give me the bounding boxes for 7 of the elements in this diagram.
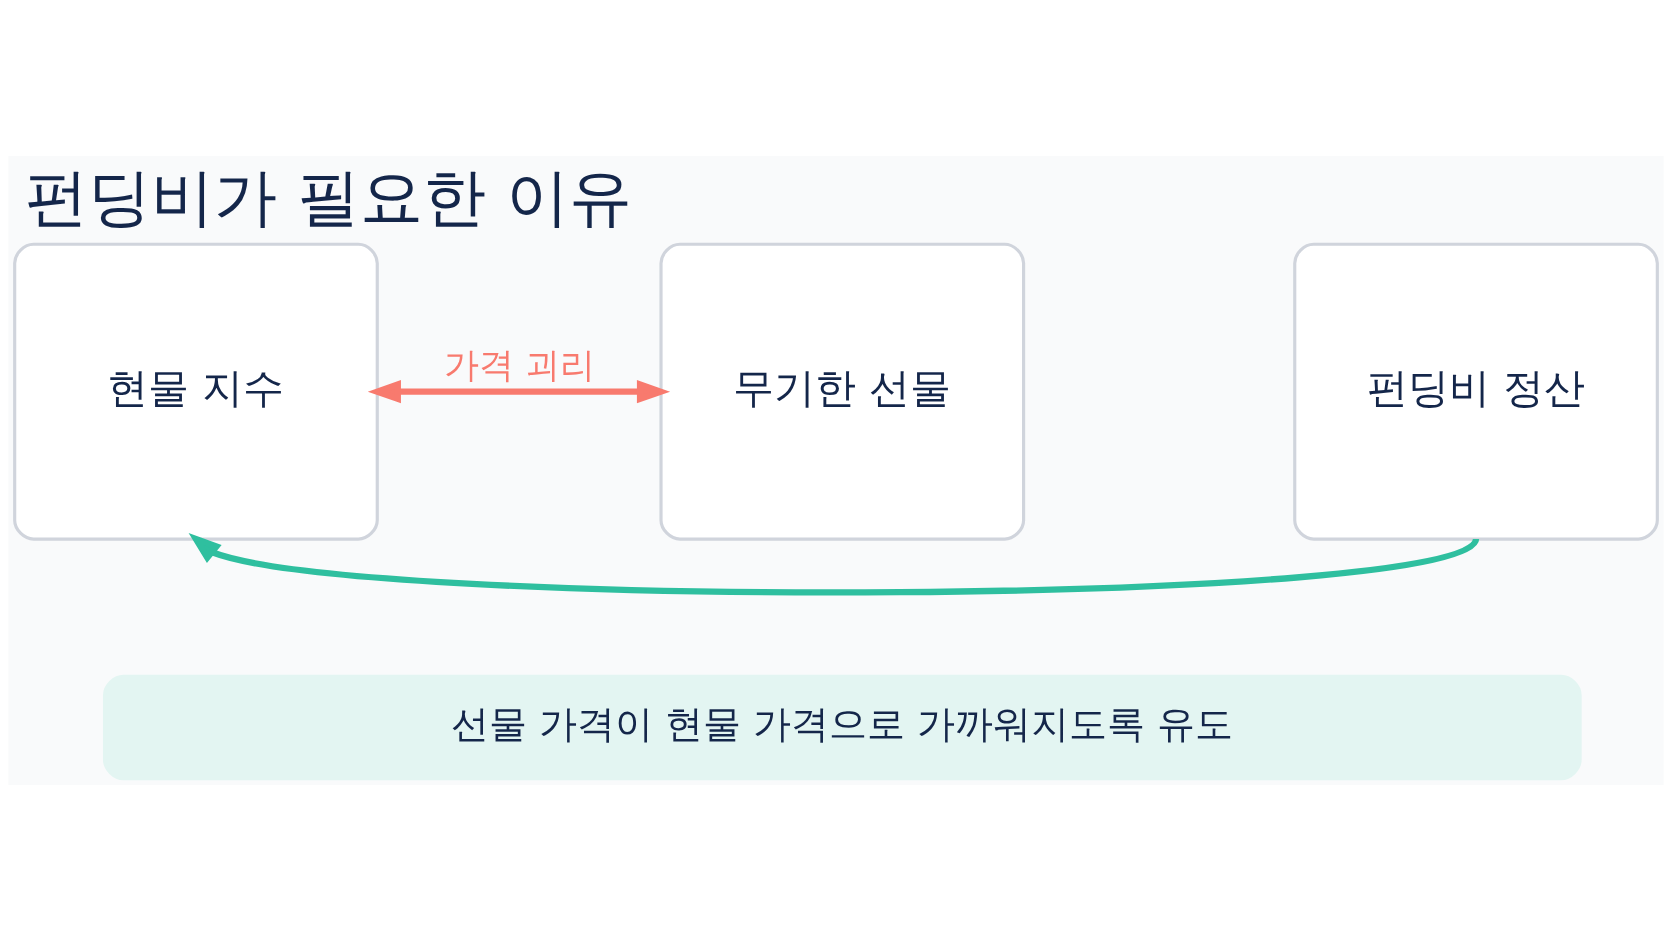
diagram-title: 펀딩비가 필요한 이유 [24,160,632,235]
arrow [367,380,671,404]
node-box: 무기한 선물 [659,242,1026,541]
node-box: 현물 지수 [13,242,379,541]
edge-label: 가격 괴리 [443,344,595,385]
arrow [188,533,1478,596]
node-box: 펀딩비 정산 [1293,242,1659,541]
